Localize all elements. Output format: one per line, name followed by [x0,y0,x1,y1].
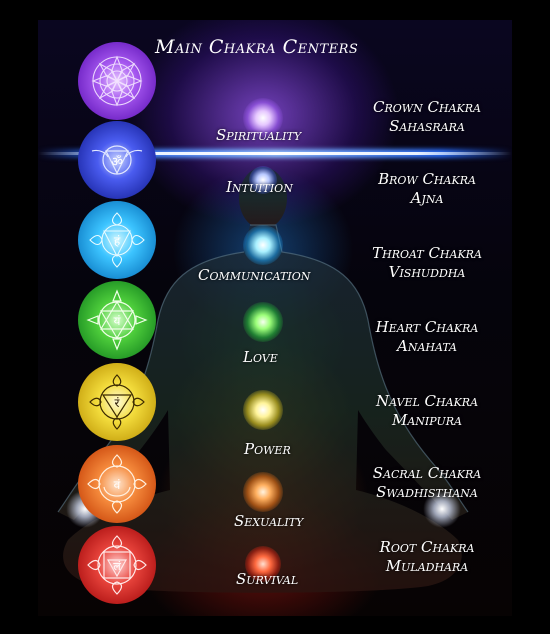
heart-chakra-label: Heart Chakra Anahata [342,318,512,356]
crown-chakra-label: Crown Chakra Sahasrara [342,98,512,136]
sacral-orb [243,472,283,512]
heart-chakra-name: Heart Chakra [375,318,479,336]
sacral-chakra-label: Sacral Chakra Swadhisthana [342,464,512,502]
crown-chakra-sanskrit: Sahasrara [389,117,465,135]
crescent-icon: वं [87,454,147,514]
root-orb [245,546,281,582]
navel-chakra-name: Navel Chakra [375,392,479,410]
throat-orb [243,225,283,265]
sacral-glyph: वं [114,478,121,492]
navel-orb [243,390,283,430]
sacral-chakra-name: Sacral Chakra [372,464,482,482]
quality-spirituality: Spirituality [216,126,302,144]
poster-title: Main Chakra Centers [155,36,359,58]
sacral-chakra-sanskrit: Swadhisthana [376,483,478,501]
throat-chakra-symbol: हं [78,201,156,279]
crown-chakra-name: Crown Chakra [373,98,481,116]
heart-orb [243,302,283,342]
crown-chakra-symbol [78,42,156,120]
root-chakra-name: Root Chakra [379,538,475,556]
quality-survival: Survival [236,570,299,588]
navel-glyph: रं [115,396,121,410]
root-chakra-label: Root Chakra Muladhara [342,538,512,576]
brow-chakra-sanskrit: Ajna [410,189,444,207]
navel-chakra-sanskrit: Manipura [392,411,462,429]
heart-chakra-sanskrit: Anahata [396,337,457,355]
crown-orb [243,98,283,138]
throat-chakra-sanskrit: Vishuddha [388,263,466,281]
root-chakra-symbol: लं [78,526,156,604]
brow-orb [249,166,277,194]
lotus-icon [91,55,143,107]
chakra-poster: Main Chakra Centers ॐ [38,20,512,616]
square-lotus-icon: लं [87,535,147,595]
quality-power: Power [244,440,291,458]
heart-glyph: यं [114,314,122,328]
throat-lotus-icon: हं [89,212,145,268]
heart-chakra-symbol: यं [78,281,156,359]
light-beam-core [38,152,512,155]
brow-chakra-symbol: ॐ [78,121,156,199]
right-hand-glow [423,490,461,528]
root-chakra-sanskrit: Muladhara [385,557,469,575]
quality-intuition: Intuition [226,178,293,196]
navel-chakra-label: Navel Chakra Manipura [342,392,512,430]
navel-chakra-symbol: रं [78,363,156,441]
quality-sexuality: Sexuality [234,512,304,530]
brow-glyph: ॐ [111,155,123,170]
brow-chakra-label: Brow Chakra Ajna [342,170,512,208]
root-glyph: लं [113,560,121,573]
third-eye-icon: ॐ [91,145,143,175]
throat-glyph: हं [114,234,121,248]
quality-love: Love [243,348,278,366]
hexagram-icon: यं [86,289,148,351]
throat-chakra-name: Throat Chakra [372,244,482,262]
brow-chakra-name: Brow Chakra [378,170,476,188]
throat-chakra-label: Throat Chakra Vishuddha [342,244,512,282]
quality-communication: Communication [198,266,311,284]
navel-triangle-icon: रं [89,374,145,430]
sacral-chakra-symbol: वं [78,445,156,523]
